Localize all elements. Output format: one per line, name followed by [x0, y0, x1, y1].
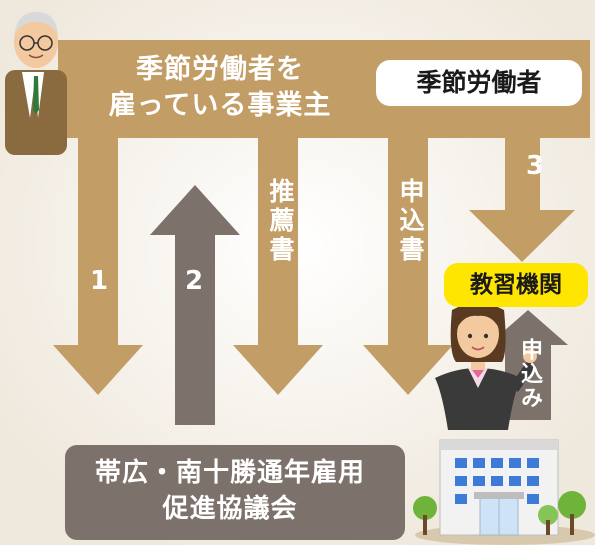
worker-box: 季節労働者: [376, 60, 582, 106]
council-box: [65, 445, 405, 540]
arrow-application-down: [363, 138, 453, 395]
step-3-number: 3: [526, 151, 545, 181]
employer-label-line2: 雇っている事業主: [108, 90, 332, 121]
arrow-1-down: [53, 138, 143, 395]
employer-label: 季節労働者を 雇っている事業主: [70, 52, 370, 124]
arrow-recommendation-down: [233, 138, 323, 395]
application-label: 申込書: [396, 178, 425, 265]
employer-label-line1: 季節労働者を: [136, 54, 304, 85]
council-label: 帯広・南十勝通年雇用 促進協議会: [70, 455, 390, 527]
step-1-number: 1: [90, 266, 109, 296]
worker-woman-illustration: [435, 303, 537, 430]
employer-person-illustration: [5, 12, 67, 155]
institution-box: 教習機関: [444, 263, 588, 307]
apply-label: 申込み: [517, 338, 542, 410]
arrow-2-up: [150, 185, 240, 425]
school-building-illustration: [413, 439, 595, 545]
council-label-line2: 促進協議会: [162, 494, 298, 524]
worker-label: 季節労働者: [416, 68, 542, 97]
institution-label: 教習機関: [470, 272, 562, 298]
council-label-line1: 帯広・南十勝通年雇用: [94, 458, 365, 488]
recommendation-label: 推薦書: [266, 178, 295, 265]
step-2-number: 2: [185, 266, 204, 296]
